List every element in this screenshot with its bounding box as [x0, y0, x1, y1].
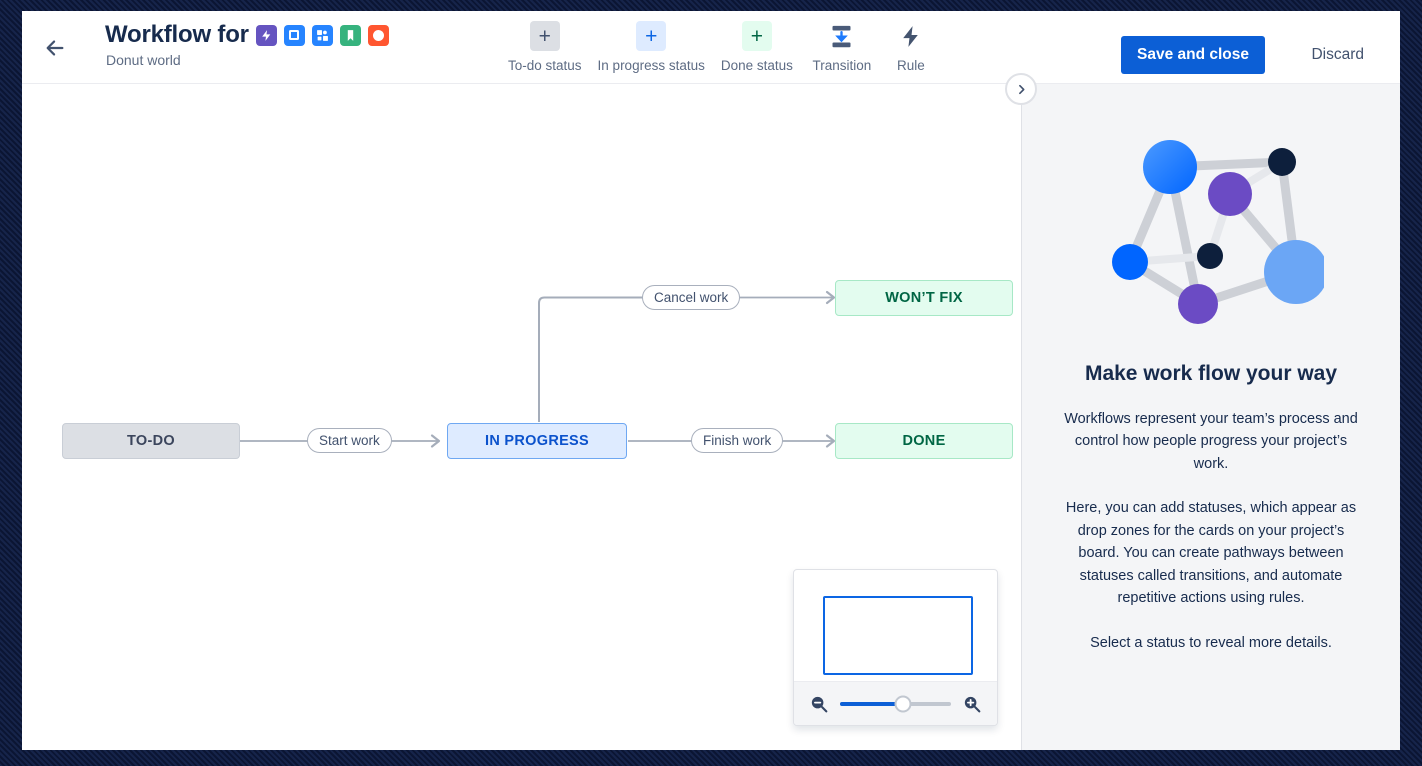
app-header: Workflow for [22, 11, 1400, 84]
workflow-editor-window: Workflow for [22, 11, 1400, 750]
toolbar: + To-do status + In progress status + Do… [500, 21, 939, 73]
square-app-icon[interactable] [283, 24, 305, 46]
node-label: WON’T FIX [885, 290, 963, 306]
minimap-panel[interactable] [793, 569, 998, 726]
chevron-right-icon [1018, 84, 1024, 94]
status-node-wont-fix[interactable]: WON’T FIX [835, 280, 1013, 316]
arrowhead-wontfix [825, 290, 836, 305]
sidebar-title: Make work flow your way [1084, 362, 1338, 385]
zoom-out-glyph [811, 696, 828, 712]
tool-inprogress-status[interactable]: + In progress status [590, 21, 713, 73]
tool-rule[interactable]: Rule [883, 21, 939, 73]
page-title: Workflow for [105, 21, 249, 48]
status-node-in-progress[interactable]: IN PROGRESS [447, 423, 627, 459]
zoom-in-icon[interactable] [961, 693, 983, 715]
tool-done-status[interactable]: + Done status [713, 21, 801, 73]
info-sidebar: Make work flow your way Workflows repres… [1022, 84, 1400, 750]
sitemap-glyph [316, 29, 328, 41]
arrowhead-inprogress [430, 434, 441, 448]
zoom-controls [794, 681, 997, 725]
sidebar-paragraph-2: Here, you can add statuses, which appear… [1065, 500, 1357, 607]
tool-label: In progress status [597, 58, 705, 73]
node-label: DONE [902, 433, 946, 449]
workflow-edges [240, 290, 836, 448]
network-graph-illustration [1112, 140, 1324, 324]
status-node-todo[interactable]: TO-DO [62, 423, 240, 459]
tool-label: To-do status [508, 58, 582, 73]
node-label: IN PROGRESS [484, 433, 589, 449]
discard-button[interactable]: Discard [1305, 36, 1370, 74]
bookmark-app-icon[interactable] [339, 24, 361, 46]
lightning-glyph [261, 29, 271, 41]
plus-icon: + [741, 21, 772, 51]
zoom-slider-knob[interactable] [894, 695, 912, 712]
sidebar-paragraph-1: Workflows represent your team’s process … [1064, 411, 1358, 472]
arrowhead-done [825, 434, 836, 448]
bolt-glyph [903, 25, 919, 47]
workflow-canvas[interactable]: TO-DO IN PROGRESS DONE WON’T FIX Start w… [22, 84, 1021, 750]
transition-text: Finish work [703, 433, 772, 448]
tool-label: Transition [812, 58, 872, 73]
bookmark-glyph [347, 29, 354, 41]
sitemap-app-icon[interactable] [311, 24, 333, 46]
zoom-slider[interactable] [840, 695, 951, 712]
save-and-close-button[interactable]: Save and close [1120, 36, 1265, 74]
tool-label: Done status [720, 58, 793, 73]
collapse-panel-button[interactable] [1005, 73, 1037, 105]
circle-app-icon[interactable] [367, 24, 389, 46]
transition-label-cancel-work[interactable]: Cancel work [642, 285, 741, 310]
plus-icon: + [636, 21, 667, 51]
plus-icon: + [529, 21, 560, 51]
status-node-done[interactable]: DONE [835, 423, 1013, 459]
arrow-left-icon [46, 40, 64, 56]
lightning-app-icon[interactable] [255, 24, 277, 46]
zoom-out-icon[interactable] [808, 693, 830, 715]
edge-inprogress-cancel [538, 296, 643, 422]
transition-label-finish-work[interactable]: Finish work [691, 428, 784, 453]
node-label: TO-DO [127, 433, 175, 449]
transition-text: Cancel work [654, 290, 729, 305]
title-block: Workflow for [105, 21, 389, 68]
sidebar-paragraph-3: Select a status to reveal more details. [1090, 634, 1332, 651]
zoom-slider-fill [840, 701, 904, 706]
back-button[interactable] [39, 32, 71, 64]
lightning-bolt-icon [896, 21, 926, 51]
tool-transition[interactable]: Transition [801, 21, 883, 73]
transition-glyph [832, 25, 851, 47]
transition-icon [827, 21, 857, 51]
tool-label: Rule [897, 58, 925, 73]
tool-todo-status[interactable]: + To-do status [500, 21, 590, 73]
title-row: Workflow for [105, 21, 389, 49]
transition-label-start-work[interactable]: Start work [307, 428, 392, 453]
panel-divider [1021, 84, 1022, 750]
project-subtitle: Donut world [106, 52, 181, 68]
zoom-in-glyph [964, 696, 981, 712]
minimap-viewport[interactable] [823, 596, 973, 675]
transition-text: Start work [319, 433, 380, 448]
